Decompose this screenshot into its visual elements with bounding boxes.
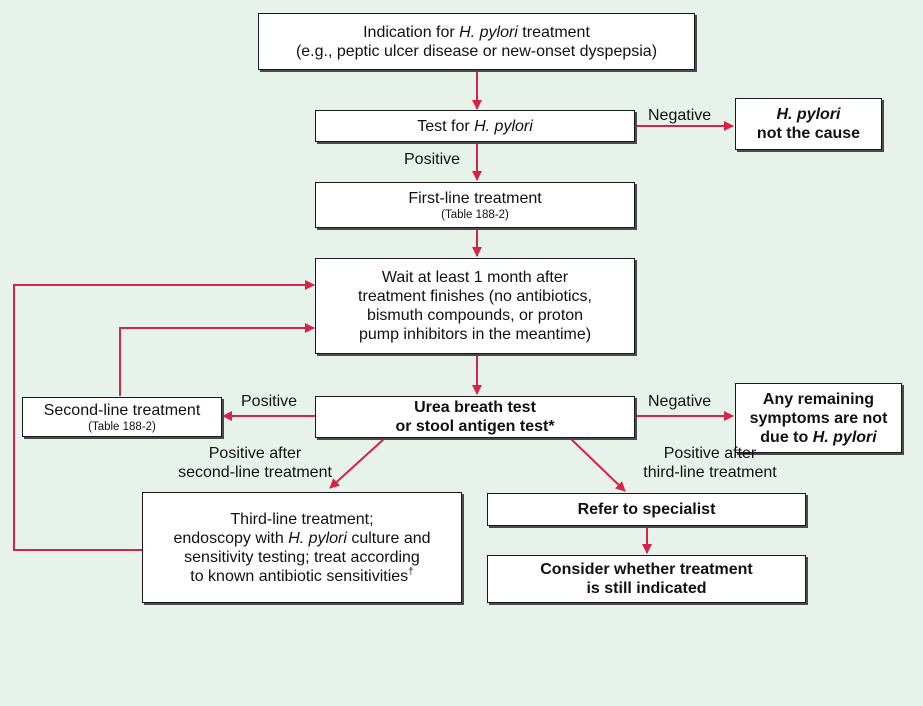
test-label: Test for H. pylori	[417, 117, 533, 135]
first-line-table-ref: (Table 188-2)	[441, 208, 509, 221]
wait-line4: pump inhibitors in the meantime)	[358, 326, 592, 343]
wait-line3: bismuth compounds, or proton	[366, 307, 584, 324]
not-cause-box: H. pylori not the cause	[735, 98, 882, 150]
remaining-line1: Any remaining	[762, 390, 875, 408]
third-line-line4: to known antibiotic sensitivities†	[190, 566, 414, 585]
arrow-second-line-to-wait	[119, 323, 315, 396]
refer-specialist-box: Refer to specialist	[487, 493, 806, 526]
edge-label-positive-left: Positive	[241, 393, 298, 410]
indication-line1: Indication for H. pylori treatment	[363, 23, 590, 41]
third-line-line2: endoscopy with H. pylori culture and	[173, 529, 431, 547]
wait-box: Wait at least 1 month after treatment fi…	[315, 258, 635, 354]
consider-treatment-box: Consider whether treatment is still indi…	[487, 555, 806, 603]
test-box: Test for H. pylori	[315, 110, 635, 142]
edge-label-positive-after-second: Positive after second-line treatment	[178, 445, 332, 481]
consider-line2: is still indicated	[586, 580, 707, 597]
indication-line2: (e.g., peptic ulcer disease or new-onset…	[295, 42, 658, 60]
urea-test-box: Urea breath test or stool antigen test*	[315, 396, 635, 438]
consider-line1: Consider whether treatment	[540, 561, 753, 578]
not-cause-line2: not the cause	[756, 125, 861, 142]
refer-specialist-label: Refer to specialist	[577, 501, 716, 518]
first-line-title: First-line treatment	[408, 189, 542, 207]
wait-line1: Wait at least 1 month after	[381, 269, 569, 286]
arrow-urea-to-third-line	[329, 437, 386, 489]
wait-line2: treatment finishes (no antibiotics,	[358, 288, 592, 305]
not-cause-line1: H. pylori	[776, 106, 841, 123]
third-line-line3: sensitivity testing; treat according	[184, 548, 420, 566]
first-line-box: First-line treatment (Table 188-2)	[315, 182, 635, 228]
edge-label-positive-test: Positive	[404, 151, 461, 168]
urea-line2: or stool antigen test*	[395, 418, 555, 435]
second-line-table-ref: (Table 188-2)	[88, 420, 156, 433]
third-line-line1: Third-line treatment;	[230, 510, 374, 528]
remaining-symptoms-box: Any remaining symptoms are not due to H.…	[735, 383, 902, 453]
second-line-title: Second-line treatment	[43, 401, 201, 419]
second-line-box: Second-line treatment (Table 188-2)	[22, 397, 222, 437]
arrow-urea-to-specialist	[569, 437, 626, 492]
urea-line1: Urea breath test	[414, 399, 536, 416]
third-line-box: Third-line treatment; endoscopy with H. …	[142, 492, 462, 603]
remaining-line3: due to H. pylori	[760, 428, 877, 446]
dagger-mark: †	[408, 566, 414, 578]
edge-label-negative-right: Negative	[648, 393, 712, 410]
remaining-line2: symptoms are not	[749, 409, 888, 427]
edge-label-negative-top: Negative	[648, 107, 712, 124]
edge-label-positive-after-third: Positive after third-line treatment	[643, 445, 777, 481]
indication-box: Indication for H. pylori treatment (e.g.…	[258, 13, 695, 70]
